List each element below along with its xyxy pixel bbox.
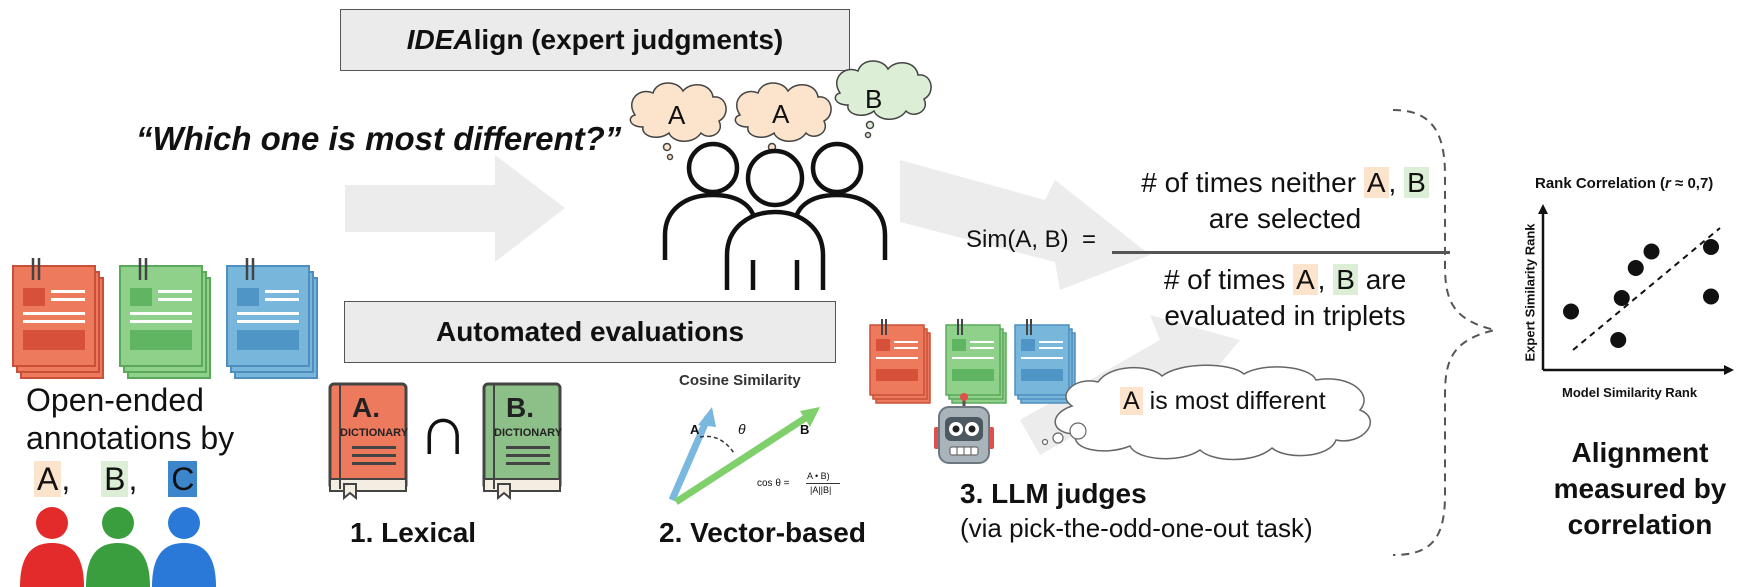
cosine-label-b: B: [800, 422, 810, 437]
formula-denominator: # of times A, B are evaluated in triplet…: [1100, 262, 1470, 334]
denominator-b: B: [1333, 264, 1358, 295]
green-document: [119, 258, 211, 379]
cosine-label-a: A: [690, 422, 700, 437]
annotations-line1: Open-ended: [26, 382, 204, 418]
thought-label-1: A: [668, 100, 686, 130]
annotations-line2: annotations by: [26, 420, 235, 456]
numerator-part2: are selected: [1208, 203, 1362, 234]
person-blue-icon: [152, 507, 216, 587]
scatter-title-pre: Rank Correlation (: [1535, 175, 1666, 192]
small-red-document: [869, 319, 931, 404]
alignment-caption: Alignment measured by correlation: [1530, 435, 1750, 543]
fraction-bar: [1112, 251, 1450, 254]
scatter-title-post: ≈ 0,7): [1670, 175, 1714, 192]
thought-bubbles: [629, 60, 932, 161]
scatter-point-3: [1627, 260, 1644, 276]
scatter-title: Rank Correlation (r ≈ 0,7): [1535, 175, 1713, 192]
cosine-title: Cosine Similarity: [679, 372, 801, 389]
scatter-point-1: [1610, 332, 1627, 348]
formula-numerator: # of times neither A, B are selected: [1100, 165, 1470, 237]
red-document: [12, 258, 104, 379]
alignment-line1: Alignment: [1571, 437, 1709, 468]
header-title-rest: lign (expert judgments): [473, 24, 784, 55]
small-blue-document: [1014, 319, 1076, 404]
alignment-line2: measured by: [1553, 473, 1727, 504]
scatter-title-r: r: [1665, 175, 1671, 192]
annotator-persons: [20, 507, 216, 587]
scatter-point-5: [1703, 288, 1719, 305]
scatter-point-0: [1563, 303, 1579, 320]
person-red-icon: [20, 507, 84, 587]
thought-bubble-1: [629, 82, 727, 161]
cosine-label-theta: θ: [738, 421, 746, 437]
header-title-italic: IDEA: [406, 24, 474, 55]
automated-evaluations-box: Automated evaluations: [344, 301, 836, 363]
llm-cloud-dots: [1041, 422, 1087, 446]
dictionary-a-icon: [328, 382, 408, 501]
formula-lhs: Sim(A, B) =: [966, 226, 1097, 253]
numerator-b: B: [1404, 167, 1429, 198]
x-axis-arrow: [1724, 365, 1734, 375]
cosine-formula-num: A • B): [807, 471, 830, 481]
dictionary-b-icon: [482, 382, 562, 501]
method-lexical: 1. Lexical: [350, 517, 477, 548]
scatter-xlabel: Model Similarity Rank: [1562, 385, 1698, 400]
small-green-document: [945, 319, 1007, 404]
denominator-part2: evaluated in triplets: [1164, 300, 1406, 331]
dictionary-b-letter: B.: [506, 392, 534, 423]
llm-bubble-a: A: [1120, 387, 1143, 415]
expert-group-icon: [662, 141, 888, 290]
llm-documents: [869, 319, 1076, 404]
annotator-b-label: B: [101, 461, 129, 497]
annotator-a-label: A: [34, 461, 62, 497]
numerator-a: A: [1363, 167, 1389, 198]
method-llm: 3. LLM judges: [960, 478, 1147, 509]
annotator-labels: A, B, C: [34, 461, 198, 498]
scatter-point-4: [1643, 243, 1660, 260]
cosine-formula-left: cos θ =: [757, 478, 790, 489]
question-text: “Which one is most different?”: [136, 120, 622, 157]
comma-2: ,: [128, 461, 138, 497]
comma-1: ,: [61, 461, 71, 497]
arrow-to-experts: [345, 155, 565, 262]
llm-bubble-text: A is most different: [1120, 387, 1326, 416]
method-vector: 2. Vector-based: [659, 517, 866, 548]
thought-label-2: A: [772, 99, 790, 129]
scatter-ylabel: Expert Similarity Rank: [1522, 223, 1538, 362]
arrow-experts-to-formula: [900, 160, 1150, 290]
scatter-point-2: [1613, 290, 1630, 306]
numerator-part1: # of times neither: [1141, 167, 1357, 198]
thought-label-3: B: [865, 84, 883, 114]
cosine-formula-den: |A||B|: [810, 485, 832, 495]
dictionary-a-word: DICTIONARY: [340, 427, 409, 439]
dictionary-a-letter: A.: [352, 392, 380, 423]
robot-icon: [934, 393, 994, 464]
thought-bubble-3: [834, 60, 932, 139]
intersection-symbol: ∩: [418, 391, 469, 469]
annotator-c-label: C: [168, 461, 198, 497]
denominator-part1: # of times: [1163, 264, 1286, 295]
llm-bubble-phrase: is most different: [1149, 387, 1326, 415]
y-axis-arrow: [1538, 204, 1548, 214]
dashed-brace: [1392, 109, 1496, 556]
blue-document: [226, 258, 318, 379]
method-llm-sub: (via pick-the-odd-one-out task): [960, 513, 1313, 543]
scatter-plot: [1538, 204, 1734, 375]
dictionary-b-word: DICTIONARY: [494, 427, 563, 439]
trend-line: [1572, 227, 1721, 351]
scatter-point-6: [1703, 239, 1719, 255]
annotation-documents: [12, 258, 318, 379]
denominator-sep: ,: [1317, 264, 1326, 295]
denominator-a: A: [1292, 264, 1318, 295]
person-green-icon: [86, 507, 150, 587]
alignment-line3: correlation: [1567, 509, 1713, 540]
numerator-sep: ,: [1388, 167, 1397, 198]
denominator-are: are: [1365, 264, 1407, 295]
cosine-vectors: [668, 407, 820, 505]
